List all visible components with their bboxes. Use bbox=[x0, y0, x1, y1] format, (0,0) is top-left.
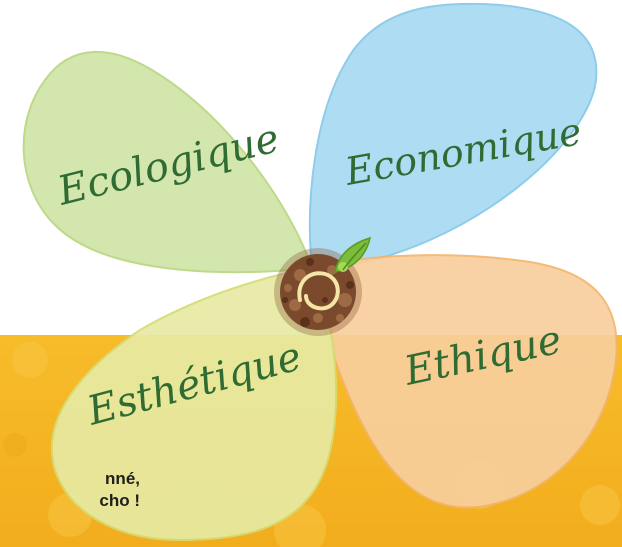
tagline-text: nné, cho ! bbox=[0, 468, 140, 512]
tagline-line-1: nné, bbox=[0, 468, 140, 490]
tagline-line-2: cho ! bbox=[0, 490, 140, 512]
